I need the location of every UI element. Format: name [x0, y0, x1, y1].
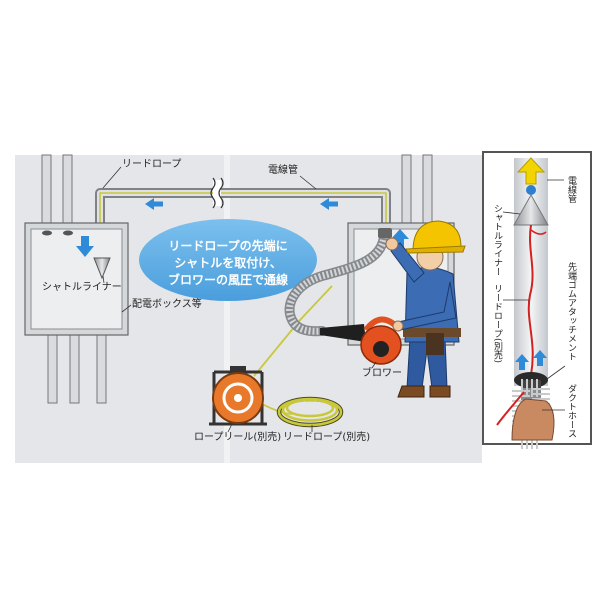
- break-gap: [213, 180, 221, 206]
- inset-label-conduit: 電線管: [566, 176, 576, 203]
- duct-hose-ribs: [286, 235, 388, 335]
- airflow-arrow-up: [391, 229, 409, 247]
- leader-distribution-box: [121, 304, 132, 313]
- label-shuttle-liner: シャトルライナー: [42, 282, 122, 293]
- bubble-line-1: リードロープの先端に: [168, 239, 288, 253]
- worker-boot-left: [397, 385, 425, 398]
- leader-conduit: [299, 175, 317, 190]
- airflow-arrow-right: [320, 198, 338, 210]
- inset-label-lead-rope: リードロープ(別売): [492, 284, 502, 364]
- rope-reel-ring: [222, 382, 254, 414]
- leader-lead-rope-top: [102, 166, 122, 189]
- inset-rope-exit: [496, 391, 525, 426]
- label-lead-rope-top: リードロープ: [122, 159, 182, 170]
- worker-tool-belt: [403, 328, 461, 337]
- conduit-left-bottom-3: [96, 332, 107, 404]
- inset-airflow-arrow-2: [533, 350, 547, 366]
- inset-leader-shuttle: [502, 211, 521, 215]
- worker-raised-hand: [385, 237, 399, 251]
- rope-reel-handle: [230, 366, 246, 372]
- box-hole-1: [42, 230, 52, 236]
- inset-label-duct-hose: ダクトホース: [566, 384, 576, 438]
- worker-tool-pouch: [426, 333, 444, 355]
- inset-lead-rope-strand: [530, 229, 547, 235]
- rope-from-reel: [253, 285, 333, 377]
- label-lead-rope-bottom: リードロープ(別売): [283, 432, 371, 443]
- inset-leader-tip-rubber: [546, 365, 566, 380]
- conduit-left-bottom-1: [47, 332, 58, 404]
- leader-shuttle-liner: [102, 275, 105, 284]
- rope-reel-hub: [234, 394, 242, 402]
- leader-blower: [371, 361, 377, 369]
- bubble-line-3: ブロワーの風圧で通線: [167, 273, 288, 287]
- box-hole-2: [63, 230, 73, 236]
- distribution-box-left-inner: [30, 228, 123, 330]
- rope-coil-inner: [285, 398, 335, 418]
- inset-airflow-arrow-1: [515, 354, 529, 370]
- blower-nozzle: [320, 324, 366, 342]
- inset-label-tip-rubber-attachment: 先端ゴムアタッチメント: [566, 262, 576, 361]
- conduit-left-bottom-2: [69, 332, 80, 404]
- inset-label-shuttle-liner: シャトルライナー: [492, 204, 502, 276]
- blower-intake: [373, 341, 389, 357]
- bubble-line-2: シャトルを取付け、: [174, 256, 282, 270]
- wall-divider: [224, 155, 230, 463]
- inset-lead-rope: [527, 224, 534, 376]
- shuttle-liner-main: [93, 257, 111, 280]
- inset-up-arrow: [516, 157, 546, 185]
- worker-helmet: [412, 220, 462, 250]
- conduit-right-top-2: [422, 154, 433, 226]
- break-mark-left: [210, 177, 216, 209]
- conduit-right-top-1: [401, 154, 412, 226]
- label-rope-reel: ロープリール(別売): [194, 432, 282, 443]
- label-distribution-box: 配電ボックス等: [132, 299, 202, 310]
- airflow-arrow-down: [76, 236, 94, 257]
- explanation-bubble: [139, 219, 317, 301]
- worker-lower-hand: [392, 320, 404, 332]
- leader-rope-reel: [227, 423, 233, 433]
- airflow-arrow-left: [145, 198, 163, 210]
- worker-boot-right: [429, 385, 451, 398]
- inset-ball: [526, 185, 536, 195]
- conduit-left-top-1: [41, 154, 52, 226]
- label-conduit: 電線管: [268, 165, 298, 176]
- worker-helmet-brim: [405, 245, 466, 254]
- inset-hand: [511, 398, 555, 441]
- conduit-left-top-2: [62, 154, 73, 226]
- break-mark-right: [218, 177, 224, 209]
- label-blower: ブロワー: [362, 368, 402, 379]
- hose-connector: [378, 228, 392, 238]
- worker-raised-arm: [390, 242, 425, 283]
